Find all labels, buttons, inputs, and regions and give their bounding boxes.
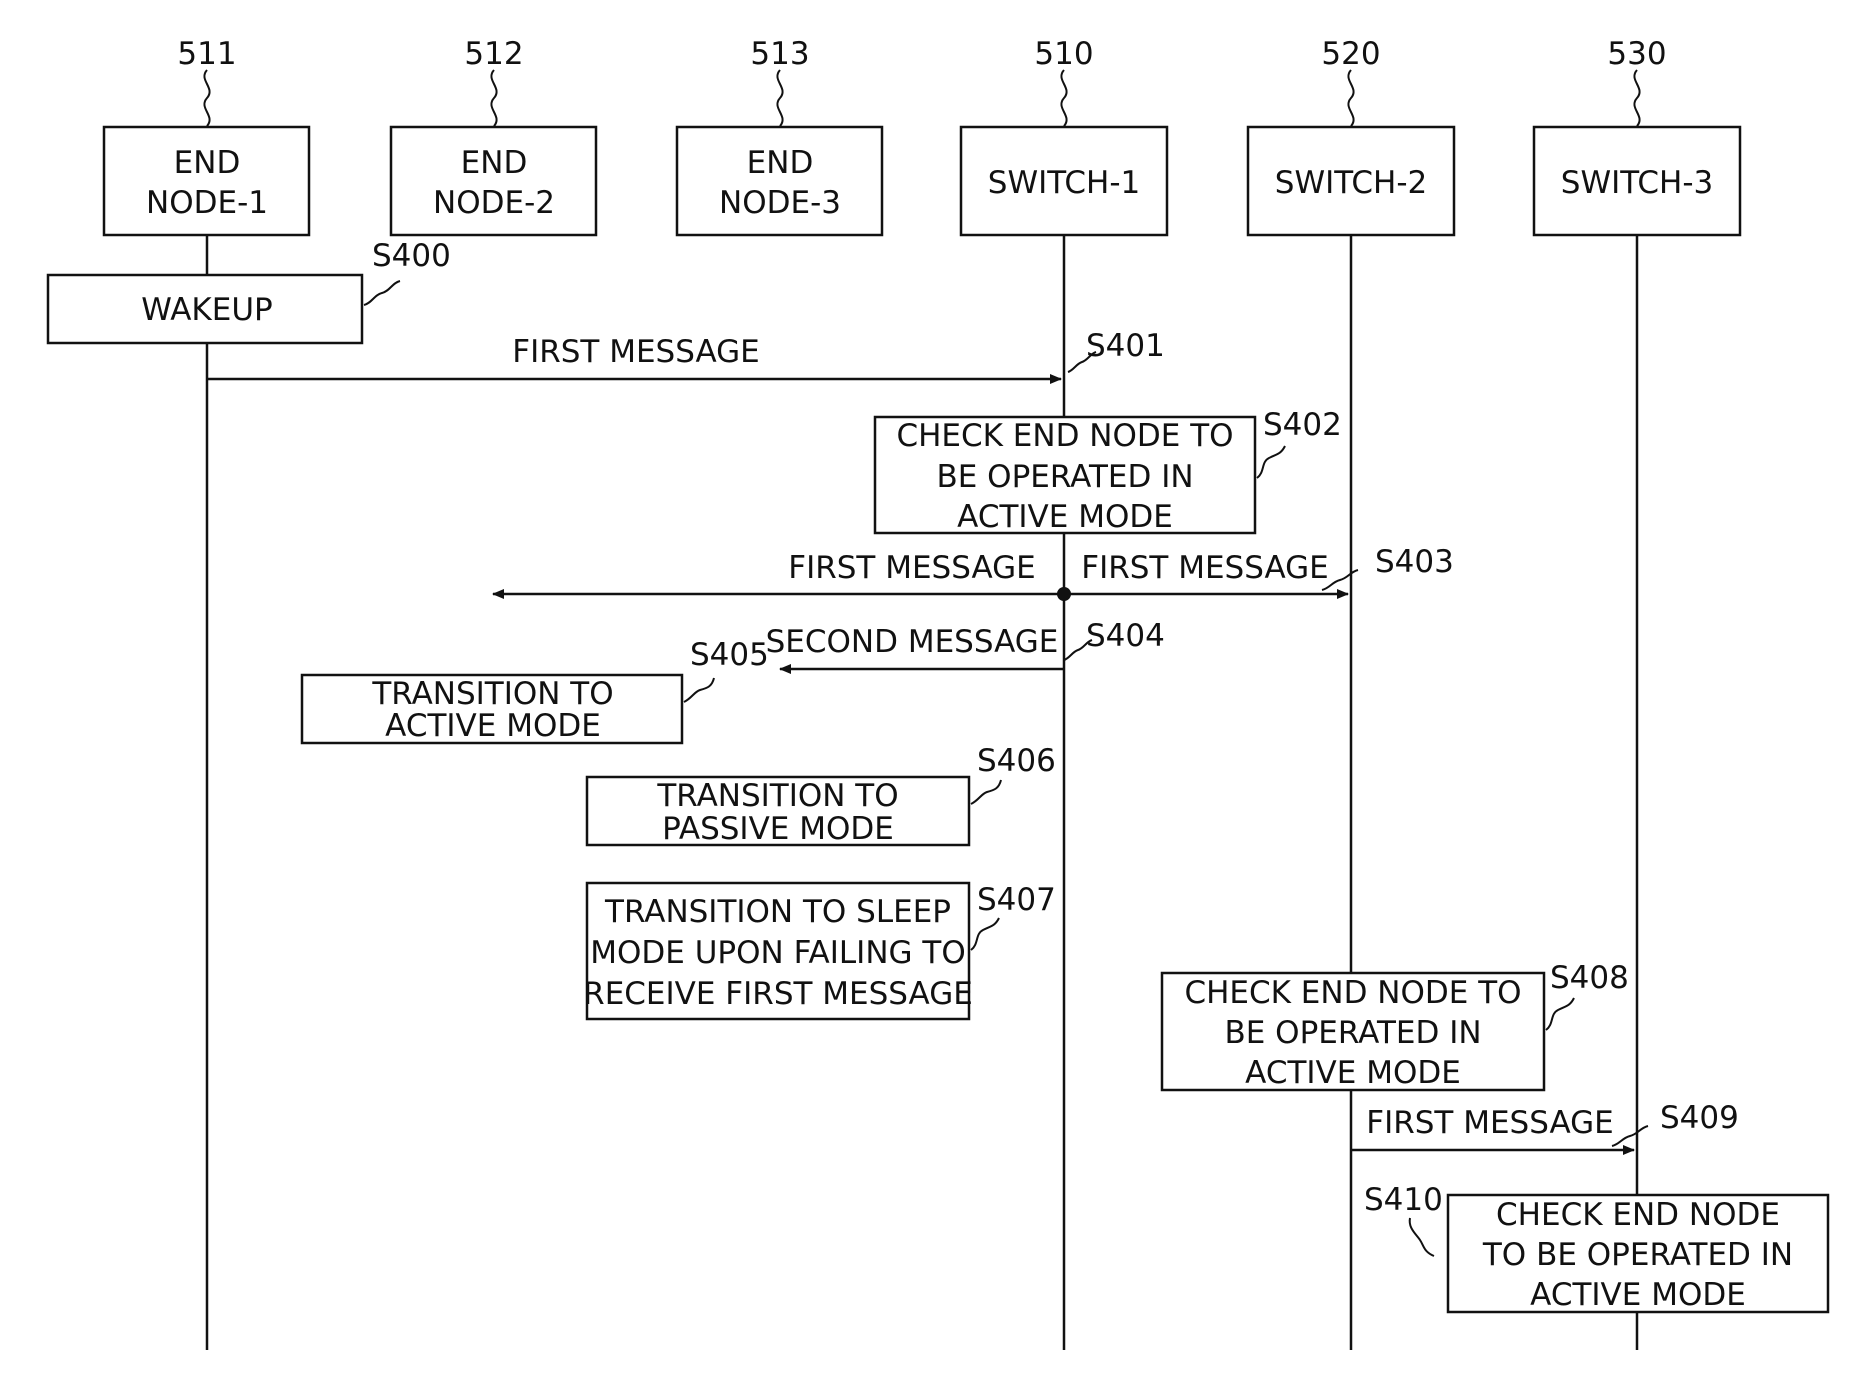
s403-message-left-label: FIRST MESSAGE [788, 550, 1036, 586]
s406-leader [971, 780, 1001, 804]
s407-line2: MODE UPON FAILING TO [590, 935, 965, 971]
s403-message-right-label: FIRST MESSAGE [1081, 550, 1329, 586]
participant-end-node-2-line2: NODE-2 [433, 185, 555, 221]
s409-leader [1612, 1126, 1648, 1146]
ref-513: 513 [750, 36, 809, 72]
s409-message-label: FIRST MESSAGE [1366, 1105, 1614, 1141]
participant-end-node-1-line1: END [174, 145, 241, 181]
participant-switch-3-label: SWITCH-3 [1561, 165, 1713, 201]
s403-origin-dot [1057, 587, 1071, 601]
s408-label: S408 [1550, 960, 1629, 996]
s410-line2: TO BE OPERATED IN [1482, 1237, 1793, 1273]
s406-label: S406 [977, 743, 1056, 779]
s408-line1: CHECK END NODE TO [1184, 975, 1521, 1011]
s400-wakeup-text: WAKEUP [141, 292, 272, 328]
s405-line2: ACTIVE MODE [385, 708, 601, 744]
ref-520: 520 [1321, 36, 1380, 72]
s410-leader [1410, 1218, 1434, 1256]
s402-line3: ACTIVE MODE [957, 499, 1173, 535]
ref-leader-511 [204, 70, 209, 126]
participant-end-node-3-line1: END [747, 145, 814, 181]
ref-510: 510 [1034, 36, 1093, 72]
s400-label: S400 [372, 238, 451, 274]
participant-end-node-3-line2: NODE-3 [719, 185, 841, 221]
s405-line1: TRANSITION TO [371, 676, 613, 712]
s404-label: S404 [1086, 618, 1165, 654]
s410-line1: CHECK END NODE [1496, 1197, 1780, 1233]
ref-511: 511 [177, 36, 236, 72]
s403-label: S403 [1375, 544, 1454, 580]
s406-line1: TRANSITION TO [656, 778, 898, 814]
ref-leader-510 [1061, 70, 1066, 126]
ref-leader-513 [777, 70, 782, 126]
s405-label: S405 [690, 637, 769, 673]
s407-label: S407 [977, 882, 1056, 918]
s410-label: S410 [1364, 1182, 1443, 1218]
s406-line2: PASSIVE MODE [662, 811, 894, 847]
s405-leader [684, 678, 714, 702]
s401-label: S401 [1086, 328, 1165, 364]
ref-leader-512 [491, 70, 496, 126]
ref-512: 512 [464, 36, 523, 72]
participant-switch-1-label: SWITCH-1 [988, 165, 1140, 201]
s407-line3: RECEIVE FIRST MESSAGE [583, 976, 973, 1012]
s402-label: S402 [1263, 407, 1342, 443]
s400-leader [364, 281, 400, 305]
s404-message-label: SECOND MESSAGE [766, 624, 1059, 660]
s408-leader [1546, 998, 1574, 1030]
s410-line3: ACTIVE MODE [1530, 1277, 1746, 1313]
participant-end-node-1-line2: NODE-1 [146, 185, 268, 221]
s409-label: S409 [1660, 1100, 1739, 1136]
participant-end-node-2-line1: END [461, 145, 528, 181]
s402-line2: BE OPERATED IN [936, 459, 1193, 495]
s402-leader [1257, 446, 1285, 478]
s407-line1: TRANSITION TO SLEEP [604, 894, 951, 930]
ref-leader-530 [1634, 70, 1639, 126]
s402-line1: CHECK END NODE TO [896, 418, 1233, 454]
ref-530: 530 [1607, 36, 1666, 72]
s408-line3: ACTIVE MODE [1245, 1055, 1461, 1091]
s407-leader [971, 918, 999, 950]
s401-message-label: FIRST MESSAGE [512, 334, 760, 370]
ref-leader-520 [1348, 70, 1353, 126]
participant-switch-2-label: SWITCH-2 [1275, 165, 1427, 201]
s408-line2: BE OPERATED IN [1224, 1015, 1481, 1051]
